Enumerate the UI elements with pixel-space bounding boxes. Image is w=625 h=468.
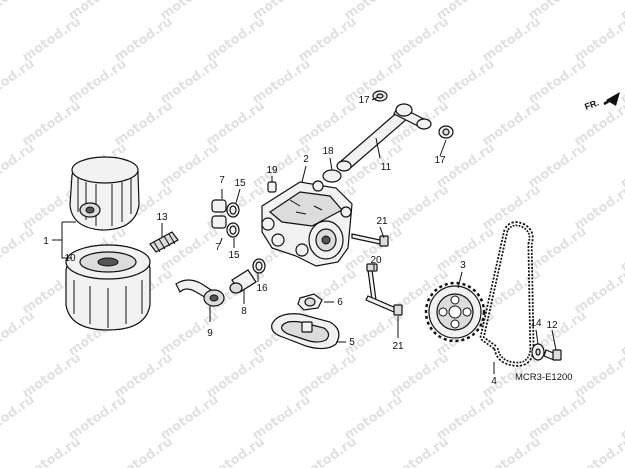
callout-7b: 7 [215,242,221,253]
dowel-pin [267,181,277,193]
callout-4: 4 [491,376,497,387]
callout-8: 8 [241,306,247,317]
watermark-text: motod.ru [572,434,625,468]
drawing-code: MCR3-E1200 [515,372,573,383]
joint-pipe [229,258,266,294]
callout-16: 16 [256,283,268,294]
watermark-text: motod.ru [0,56,38,107]
watermark-text: motod.ru [0,140,38,191]
leader-lines [161,96,557,374]
watermark-text: motod.ru [388,434,452,468]
oil-pipe-upper [336,90,454,172]
watermark-text: motod.ru [0,0,38,23]
dowel-pins-and-o-rings [211,199,240,238]
callout-21a: 21 [376,216,388,227]
bolts [351,233,403,316]
watermark-text: motod.ru [480,434,544,468]
callout-5: 5 [349,337,355,348]
oil-pump-body [261,180,353,267]
watermark-text: motod.ru [0,392,38,443]
callout-13: 13 [156,212,168,223]
callout-17a: 17 [358,95,370,106]
callout-18: 18 [322,146,334,157]
callout-20: 20 [370,255,382,266]
callout-10: 10 [64,253,76,264]
callout-14: 14 [530,318,542,329]
oil-filter-cartridge [69,156,140,231]
oil-pipe [175,279,225,322]
callout-17b: 17 [434,155,446,166]
callout-6: 6 [337,297,343,308]
watermark-text: motod.ru [296,434,360,468]
o-ring [322,169,342,183]
front-direction-arrow-icon [603,92,620,106]
callout-21b: 21 [392,341,404,352]
front-direction-label: FR. [583,98,600,112]
drive-chain [479,221,535,367]
watermark-text: motod.ru [0,308,38,359]
callout-15b: 15 [228,250,240,261]
watermark-text: motod.ru [618,0,625,23]
oil-filter [65,244,151,331]
callout-11: 11 [381,162,392,173]
oil-strainer [271,293,340,350]
callout-15a: 15 [234,178,246,189]
callout-19: 19 [266,165,278,176]
callout-9: 9 [207,328,213,339]
watermark-text: motod.ru [112,434,176,468]
washer-and-bolt [531,343,562,361]
callout-2: 2 [303,154,309,165]
callout-7a: 7 [219,175,225,186]
watermark-text: motod.ru [204,434,268,468]
callout-12: 12 [546,320,558,331]
callout-labels: 1 2 3 4 5 6 7 7 8 9 10 11 12 13 14 15 15… [43,95,558,387]
relief-valve-spring [149,231,179,253]
callout-1: 1 [43,236,49,247]
oil-pump-sprocket [424,281,486,343]
watermark-text: motod.ru [20,434,84,468]
callout-3: 3 [460,260,466,271]
watermark-text: motod.ru [0,224,38,275]
